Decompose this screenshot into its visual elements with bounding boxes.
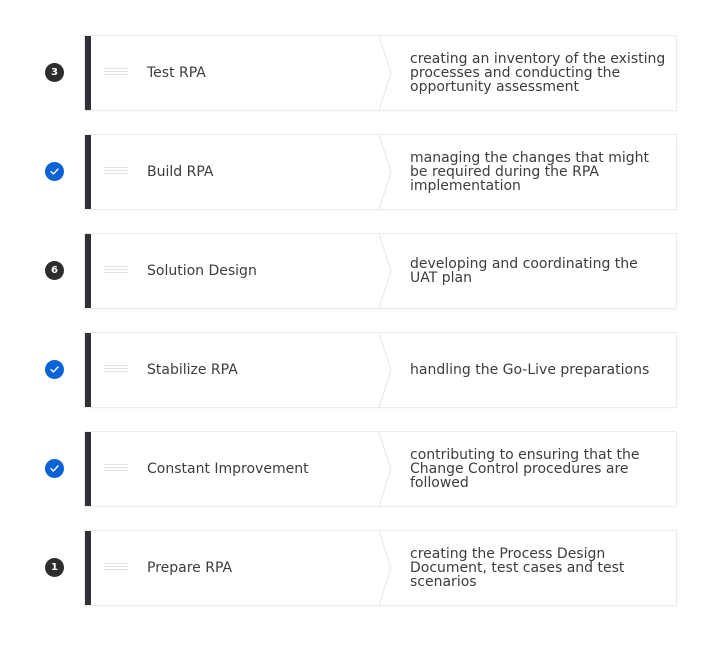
card-accent-bar — [85, 135, 91, 209]
number-badge: 6 — [45, 261, 64, 280]
chevron-divider — [378, 333, 392, 407]
checkmark-icon — [50, 168, 59, 175]
drag-handle-icon[interactable] — [104, 563, 128, 572]
step-card[interactable]: Constant Improvement contributing to ensu… — [85, 432, 676, 506]
step-description: handling the Go-Live preparations — [410, 362, 650, 378]
step-description: developing and coordinating the UAT plan — [410, 256, 638, 286]
step-title: Constant Improvement — [147, 461, 309, 477]
chevron-divider — [378, 135, 392, 209]
number-badge-text: 6 — [51, 265, 58, 276]
number-badge: 3 — [45, 63, 64, 82]
sortable-step-list: 3 Test RPA creating an inventory of the ex… — [0, 36, 728, 630]
chevron-divider — [378, 234, 392, 308]
chevron-divider — [378, 531, 392, 605]
drag-handle-icon[interactable] — [104, 167, 128, 176]
step-title: Prepare RPA — [147, 560, 233, 576]
list-item: Build RPA managing the changes that might… — [0, 135, 728, 209]
card-accent-bar — [85, 432, 91, 506]
step-card[interactable]: Solution Design developing and coordinati… — [85, 234, 676, 308]
step-description: creating the Process Design Document, te… — [410, 546, 625, 590]
chevron-divider — [378, 36, 392, 110]
drag-handle-icon[interactable] — [104, 365, 128, 374]
step-card[interactable]: Test RPA creating an inventory of the exi… — [85, 36, 676, 110]
step-card[interactable]: Prepare RPA creating the Process Design D… — [85, 531, 676, 605]
card-accent-bar — [85, 531, 91, 605]
check-badge — [45, 162, 64, 181]
card-accent-bar — [85, 36, 91, 110]
card-accent-bar — [85, 234, 91, 308]
checkmark-icon — [50, 465, 59, 472]
step-description: managing the changes that might be requi… — [410, 150, 650, 194]
drag-handle-icon[interactable] — [104, 464, 128, 473]
step-title: Build RPA — [147, 164, 214, 180]
chevron-divider — [378, 432, 392, 506]
step-title: Solution Design — [147, 263, 257, 279]
list-item: 6 Solution Design developing and coordinat… — [0, 234, 728, 308]
step-title: Stabilize RPA — [147, 362, 238, 378]
step-description: contributing to ensuring that the Change… — [410, 447, 640, 491]
number-badge: 1 — [45, 558, 64, 577]
list-item: Constant Improvement contributing to ensu… — [0, 432, 728, 506]
step-description: creating an inventory of the existing pr… — [410, 51, 666, 95]
step-card[interactable]: Stabilize RPA handling the Go-Live prepar… — [85, 333, 676, 407]
list-item: 3 Test RPA creating an inventory of the ex… — [0, 36, 728, 110]
list-item: 1 Prepare RPA creating the Process Design … — [0, 531, 728, 605]
number-badge-text: 3 — [51, 67, 58, 78]
drag-handle-icon[interactable] — [104, 68, 128, 77]
list-item: Stabilize RPA handling the Go-Live prepar… — [0, 333, 728, 407]
check-badge — [45, 360, 64, 379]
step-card[interactable]: Build RPA managing the changes that might… — [85, 135, 676, 209]
checkmark-icon — [50, 366, 59, 373]
number-badge-text: 1 — [51, 562, 58, 573]
step-title: Test RPA — [147, 65, 206, 81]
check-badge — [45, 459, 64, 478]
drag-handle-icon[interactable] — [104, 266, 128, 275]
card-accent-bar — [85, 333, 91, 407]
